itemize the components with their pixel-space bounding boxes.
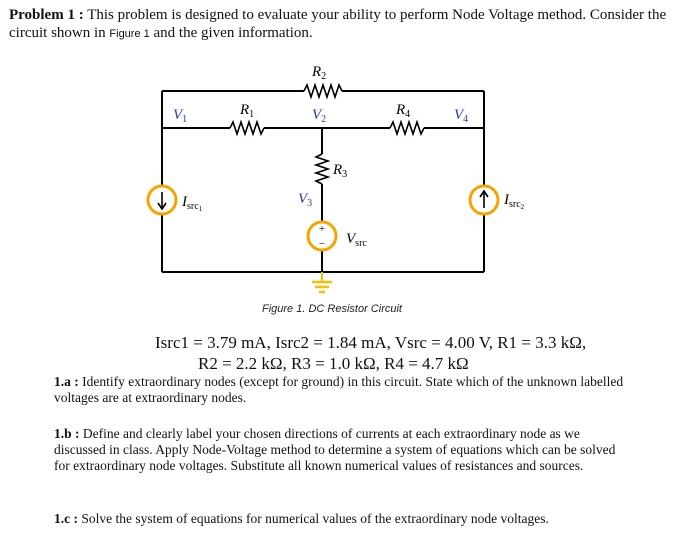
resistor-r2: [303, 82, 343, 100]
label-isrc1: Isrc1: [181, 194, 203, 213]
label-vsrc: Vsrc: [346, 231, 367, 249]
arrow-up-icon: [479, 189, 489, 198]
voltage-source-vsrc: + −: [306, 220, 338, 252]
problem-label: Problem 1 :: [9, 7, 84, 23]
question-label: 1.a :: [54, 374, 79, 389]
question-text: Define and clearly label your chosen dir…: [54, 426, 616, 473]
arrow-down-icon: [157, 202, 167, 211]
label-r1: R1: [239, 102, 254, 120]
label-r3: R3: [332, 162, 347, 180]
given-values-line-1: Isrc1 = 3.79 mA, Isrc2 = 1.84 mA, Vsrc =…: [155, 333, 587, 352]
label-v4: V4: [454, 107, 468, 125]
ground-icon: [312, 272, 332, 294]
label-v1: V1: [173, 107, 187, 125]
figure-ref: Figure 1: [109, 28, 150, 40]
resistor-r4: [389, 119, 425, 137]
plus-sign: +: [319, 223, 325, 235]
label-isrc2: Isrc2: [503, 192, 525, 211]
circuit-wires: [161, 90, 485, 273]
intro-text-b: and the given information.: [149, 25, 313, 41]
resistor-r1: [229, 119, 265, 137]
minus-sign: −: [319, 238, 325, 250]
question-text: Identify extraordinary nodes (except for…: [54, 374, 624, 405]
circuit-diagram: + − R2 R1 R4 R3 V1 V2 V4 V3 Isrc1 Isrc2 …: [146, 64, 525, 294]
current-source-isrc1: [146, 184, 178, 216]
label-r2: R2: [311, 64, 326, 82]
question-label: 1.c :: [54, 511, 78, 526]
given-values-line-2: R2 = 2.2 kΩ, R3 = 1.0 kΩ, R4 = 4.7 kΩ: [198, 354, 469, 373]
question-1c: 1.c : Solve the system of equations for …: [54, 511, 634, 527]
current-source-isrc2: [468, 184, 500, 216]
question-1a: 1.a : Identify extraordinary nodes (exce…: [54, 374, 634, 406]
question-1b: 1.b : Define and clearly label your chos…: [54, 426, 634, 474]
label-v2: V2: [312, 107, 326, 125]
intro-text-a: This problem is designed to evaluate you…: [9, 7, 667, 41]
label-r4: R4: [395, 102, 410, 120]
resistor-r3: [313, 153, 331, 185]
label-v3: V3: [298, 191, 312, 209]
figure-caption: Figure 1. DC Resistor Circuit: [262, 303, 402, 315]
problem-intro: Problem 1 : This problem is designed to …: [9, 6, 689, 43]
question-label: 1.b :: [54, 426, 80, 441]
question-text: Solve the system of equations for numeri…: [78, 511, 549, 526]
